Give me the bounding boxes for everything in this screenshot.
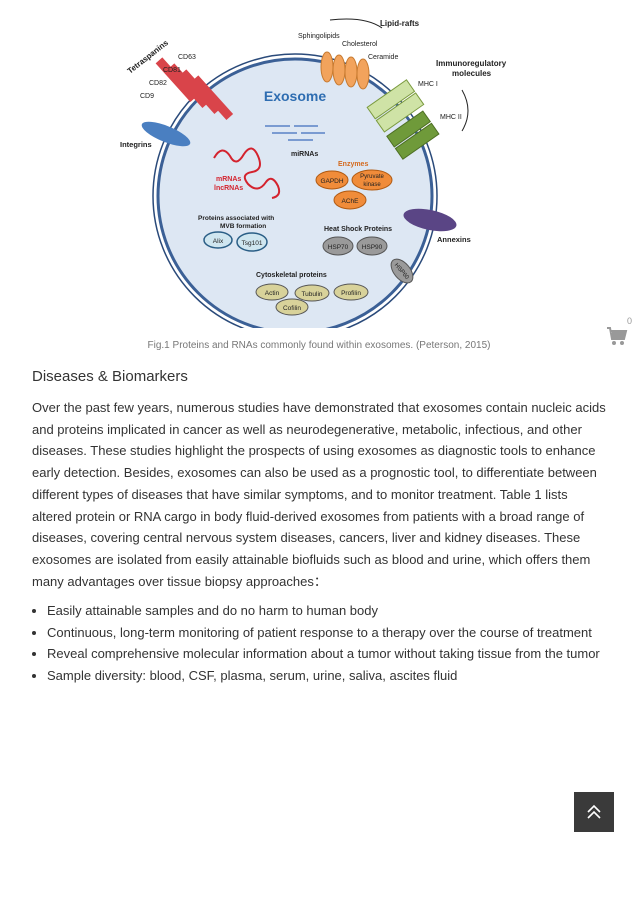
advantages-list: Easily attainable samples and do no harm… [32,600,625,687]
annexins-label: Annexins [437,235,471,244]
mvb-label-2: MVB formation [220,223,266,230]
mvb-label-1: Proteins associated with [198,215,274,222]
tubulin-protein [294,284,330,302]
membrane-inner [156,57,434,328]
gapdh-enzyme [315,170,349,190]
cd9-label: CD9 [140,93,154,100]
immuno-bracket [461,89,469,132]
hsp70-label: HSP70 [328,244,349,251]
section-heading: Diseases & Biomarkers [32,368,188,385]
hsp-title-label: Heat Shock Proteins [324,226,392,233]
exosome-label: Exosome [264,88,326,104]
sphingolipids-label: Sphingolipids [298,33,340,40]
cholesterol-label: Cholesterol [342,41,378,48]
back-to-top-button[interactable] [574,792,614,832]
mhc2-molecule [386,110,440,160]
lipid-rafts-label: Lipid-rafts [380,19,420,28]
double-chevron-up-icon [587,804,601,819]
enzymes-label: Enzymes [338,161,368,168]
ache-label: AChE [342,198,360,205]
exosome-diagram: Exosome Tetraspanins CD63 CD81 CD82 CD9 … [120,18,507,328]
cd63-label: CD63 [178,54,196,61]
integrins-label: Integrins [120,140,152,149]
list-item: Easily attainable samples and do no harm… [47,600,625,622]
cd82-label: CD82 [149,80,167,87]
ceramide-label: Ceramide [368,54,398,61]
pyruvate-label-2: kinase [363,182,381,188]
mrna-strand [213,147,281,199]
tsg101-protein [236,232,268,252]
hsp60-protein [390,258,414,284]
membrane-outer [152,53,438,328]
alix-protein [203,231,233,249]
pyruvate-label-1: Pyruvate [360,174,384,180]
hsp90-label: HSP90 [362,244,383,251]
mrnas-label: mRNAs [216,176,241,183]
lncrnas-label: lncRNAs [214,185,243,192]
lipid-raft-molecules [320,51,370,90]
lipid-raft-bracket [329,18,383,29]
cart-widget[interactable]: 0 [606,316,632,346]
mirna-strands [265,125,325,141]
actin-protein [255,283,289,301]
cofilin-label: Cofilin [283,305,301,312]
figure-caption: Fig.1 Proteins and RNAs commonly found w… [147,340,491,351]
alix-label: Alix [213,238,224,245]
cart-icon[interactable] [606,326,628,346]
section-paragraph: Over the past few years, numerous studie… [32,400,606,589]
tsg101-label: Tsg101 [242,240,263,247]
mhc1-molecule [366,79,425,133]
tetraspanin-proteins [155,57,234,120]
gapdh-label: GAPDH [320,178,343,185]
mhc2-label: MHC II [440,114,462,121]
immuno-label-2: molecules [452,69,492,78]
ache-enzyme [333,190,367,210]
cofilin-protein [275,298,309,316]
hsp70-protein [322,236,354,256]
actin-label: Actin [265,290,280,297]
immuno-label-1: Immunoregulatory [436,59,507,68]
tubulin-label: Tubulin [301,291,322,298]
profilin-protein [333,283,369,301]
cd81-label: CD81 [163,67,181,74]
cyto-title-label: Cytoskeletal proteins [256,272,327,279]
profilin-label: Profilin [341,290,361,297]
list-item: Sample diversity: blood, CSF, plasma, se… [47,665,625,687]
cart-count-badge: 0 [626,316,632,326]
mhc1-label: MHC I [418,81,438,88]
pyruvate-kinase-enzyme [351,169,393,191]
list-item: Continuous, long-term monitoring of pati… [47,622,625,644]
list-item: Reveal comprehensive molecular informati… [47,643,625,665]
integrin-protein [141,121,191,147]
annexin-protein [403,208,457,232]
mirnas-label: miRNAs [291,151,318,158]
hsp90-protein [356,236,388,256]
exosome-figure: Exosome Tetraspanins CD63 CD81 CD82 CD9 … [110,6,522,328]
